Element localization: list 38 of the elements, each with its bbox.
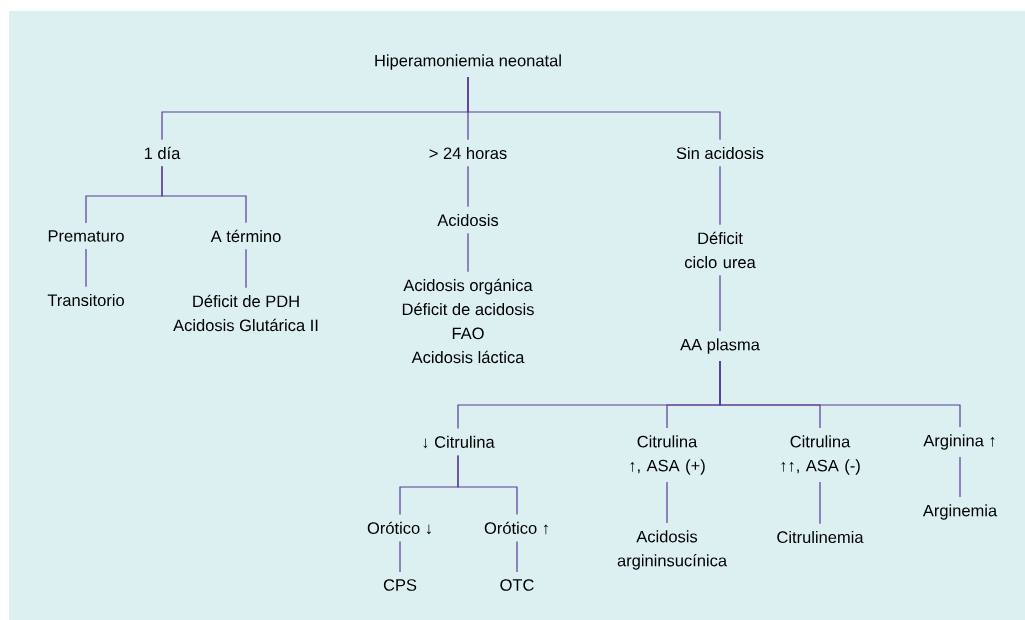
node-label: Acidosis argininsucínica xyxy=(617,530,728,570)
node-label: Prematuro xyxy=(48,230,124,242)
connector-line xyxy=(85,248,87,288)
node-label: Sin acidosis xyxy=(676,146,764,160)
node-label: OTC xyxy=(500,579,534,591)
connector-line xyxy=(959,456,961,498)
node-label: Transitorio xyxy=(47,293,124,307)
node-label: ↓ Citrulina xyxy=(423,435,495,449)
connector-line xyxy=(719,360,961,428)
node-label: Déficit ciclo urea xyxy=(684,231,756,269)
connector-line xyxy=(719,165,721,226)
connector-line xyxy=(457,454,518,516)
connector-line xyxy=(819,481,821,525)
connector-line xyxy=(399,540,401,573)
node-label: Orótico ↓ xyxy=(367,521,431,535)
node-label: Hiperamoniemia neonatal xyxy=(375,54,561,70)
connector-line xyxy=(666,481,668,524)
node-label: > 24 horas xyxy=(429,146,507,160)
node-label: Citrulina ↑, ASA (+) xyxy=(630,435,705,475)
node-label: CPS xyxy=(383,579,417,591)
node-label: Arginemia xyxy=(922,504,998,520)
node-label: Déficit de PDH Acidosis Glutárica II xyxy=(173,294,318,332)
connector-line xyxy=(467,232,469,273)
node-label: AA plasma xyxy=(680,338,760,354)
connector-line xyxy=(161,165,247,224)
connector-line xyxy=(245,248,247,289)
node-label: A término xyxy=(210,229,281,243)
node-label: Acidosis xyxy=(437,213,499,227)
node-label: Orótico ↑ xyxy=(484,521,548,535)
connector-line xyxy=(516,540,518,573)
connector-line xyxy=(467,165,469,208)
connector-line xyxy=(719,274,721,332)
node-label: Arginina ↑ xyxy=(923,434,995,450)
node-label: 1 día xyxy=(144,146,181,160)
node-label: Acidosis orgánica Déficit de acidosis FAO Acidosis láctica xyxy=(402,278,534,364)
node-label: Citrulina ↑↑, ASA (-) xyxy=(781,435,860,475)
node-label: Citrulinemia xyxy=(777,530,864,544)
connector-line xyxy=(467,76,721,141)
